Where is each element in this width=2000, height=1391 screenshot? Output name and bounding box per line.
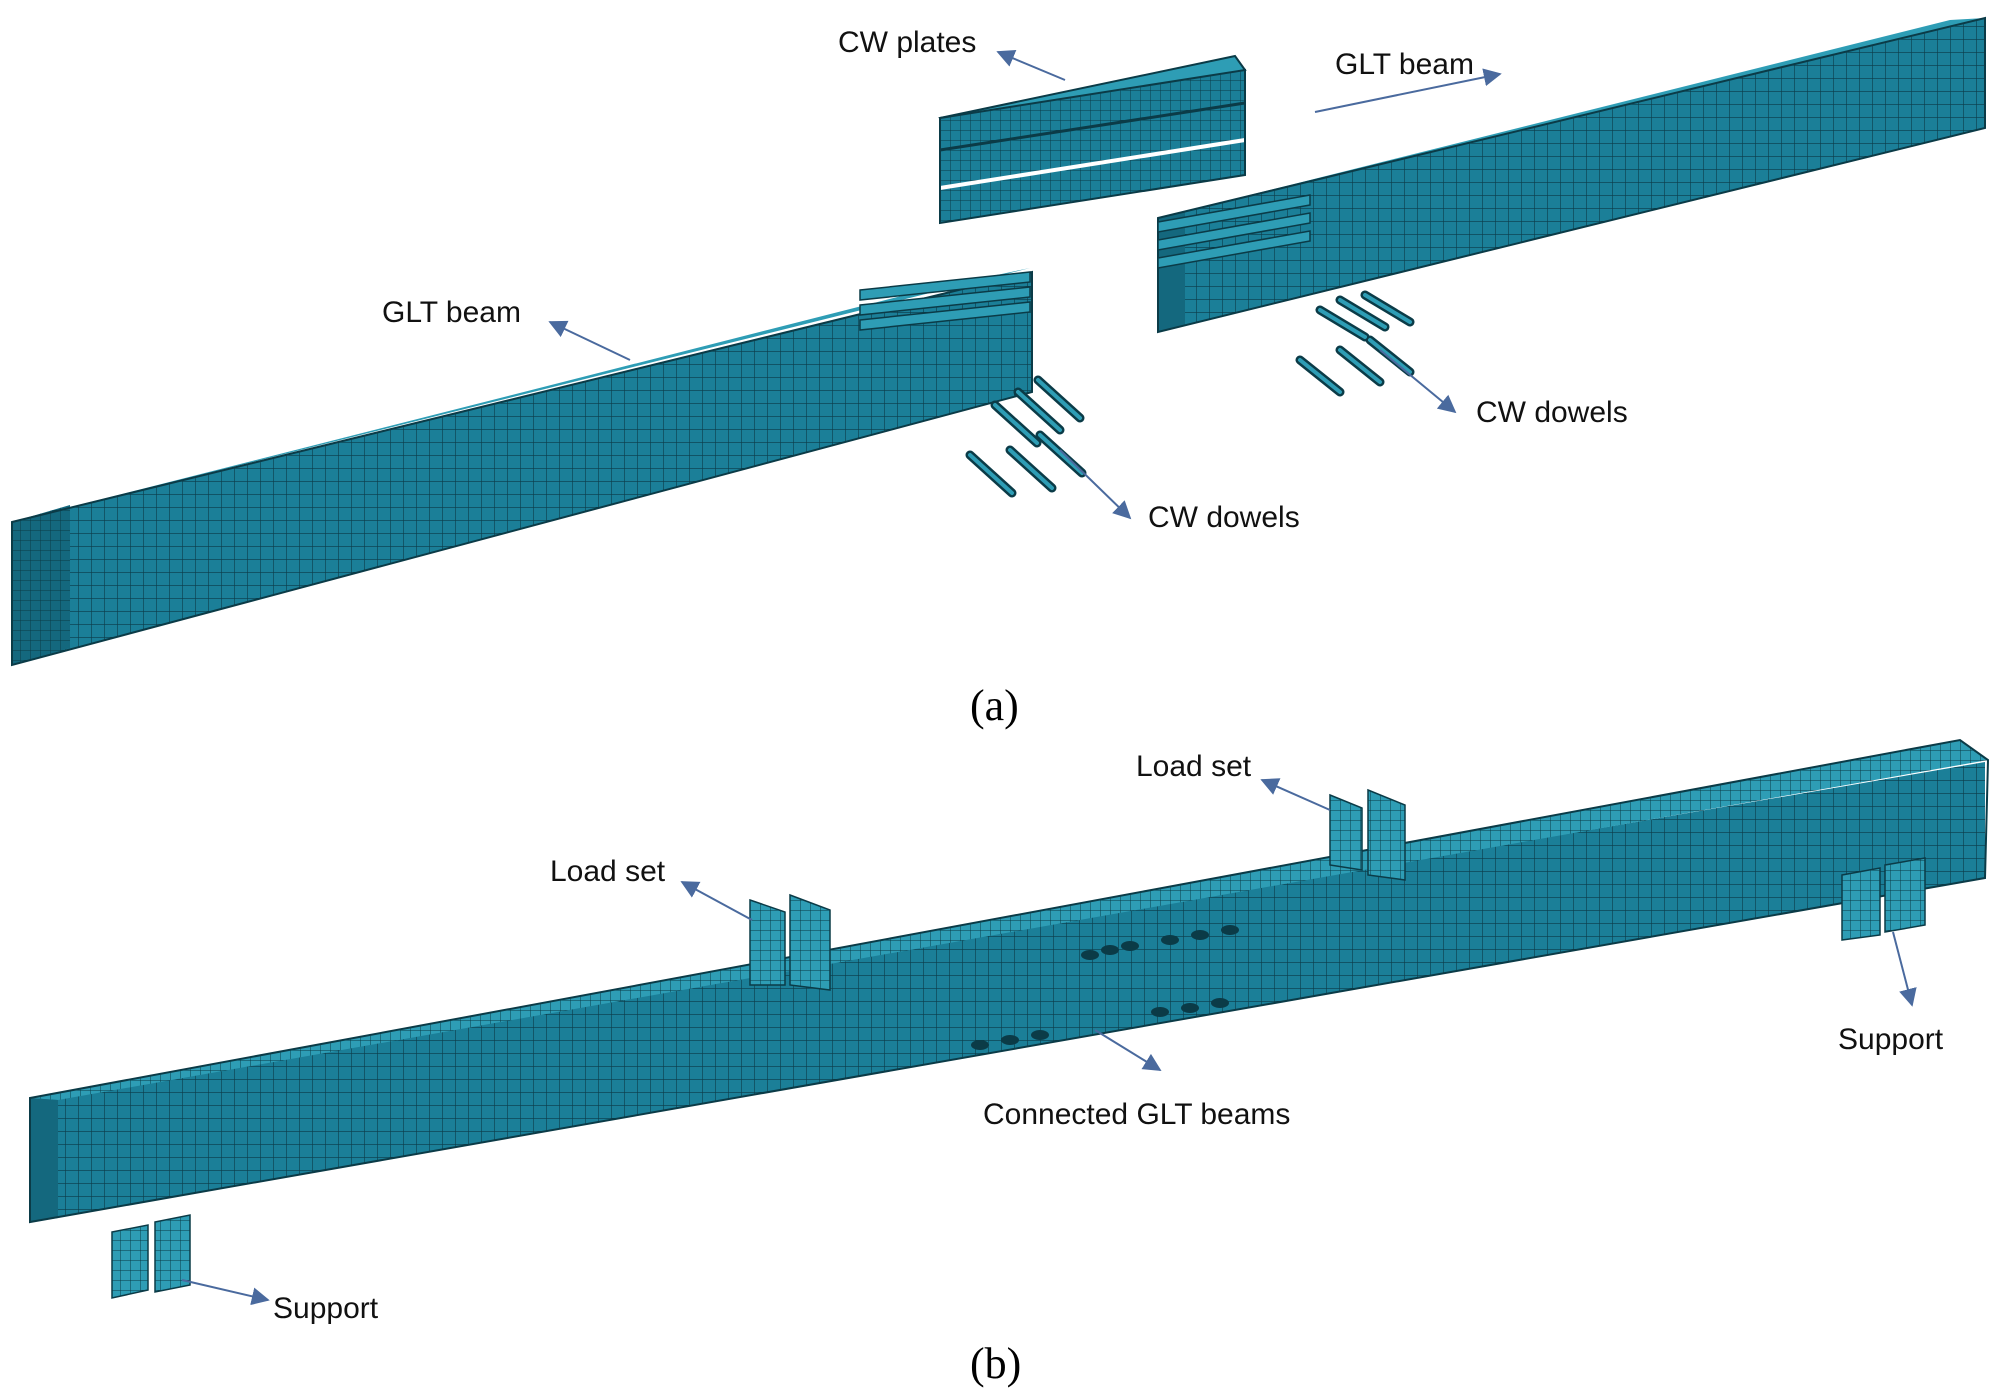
connected-beams-label: Connected GLT beams [983,1098,1291,1131]
support-right-label: Support [1838,1023,1944,1056]
panel-b [29,738,1990,1306]
support-right [1841,857,1926,941]
glt-beam-right-slots [1157,194,1311,269]
annotation-arrows-a [548,49,1502,520]
load-set-left [749,893,831,991]
connected-glt-beams [29,738,1990,1224]
cw-dowels-right-label: CW dowels [1476,396,1628,429]
glt-beam-left-slots [859,271,1031,331]
support-left-label: Support [273,1292,379,1325]
cw-plates-label: CW plates [838,26,977,59]
connection-zone [971,925,1239,1050]
support-left [111,1214,191,1299]
glt-beam-right [1157,16,1986,334]
caption-a: (a) [970,681,1019,730]
glt-beam-right-label: GLT beam [1335,48,1474,81]
caption-b: (b) [970,1339,1022,1388]
cw-dowels-left-label: CW dowels [1148,501,1300,534]
panel-a [11,16,1986,667]
load-set-right-label: Load set [1136,750,1252,783]
load-set-right [1329,788,1406,881]
glt-beam-left-label: GLT beam [382,296,521,329]
annotation-arrows-b [181,778,1917,1306]
load-set-left-label: Load set [550,855,666,888]
cw-plates [938,54,1247,225]
glt-beam-left [11,268,1033,667]
